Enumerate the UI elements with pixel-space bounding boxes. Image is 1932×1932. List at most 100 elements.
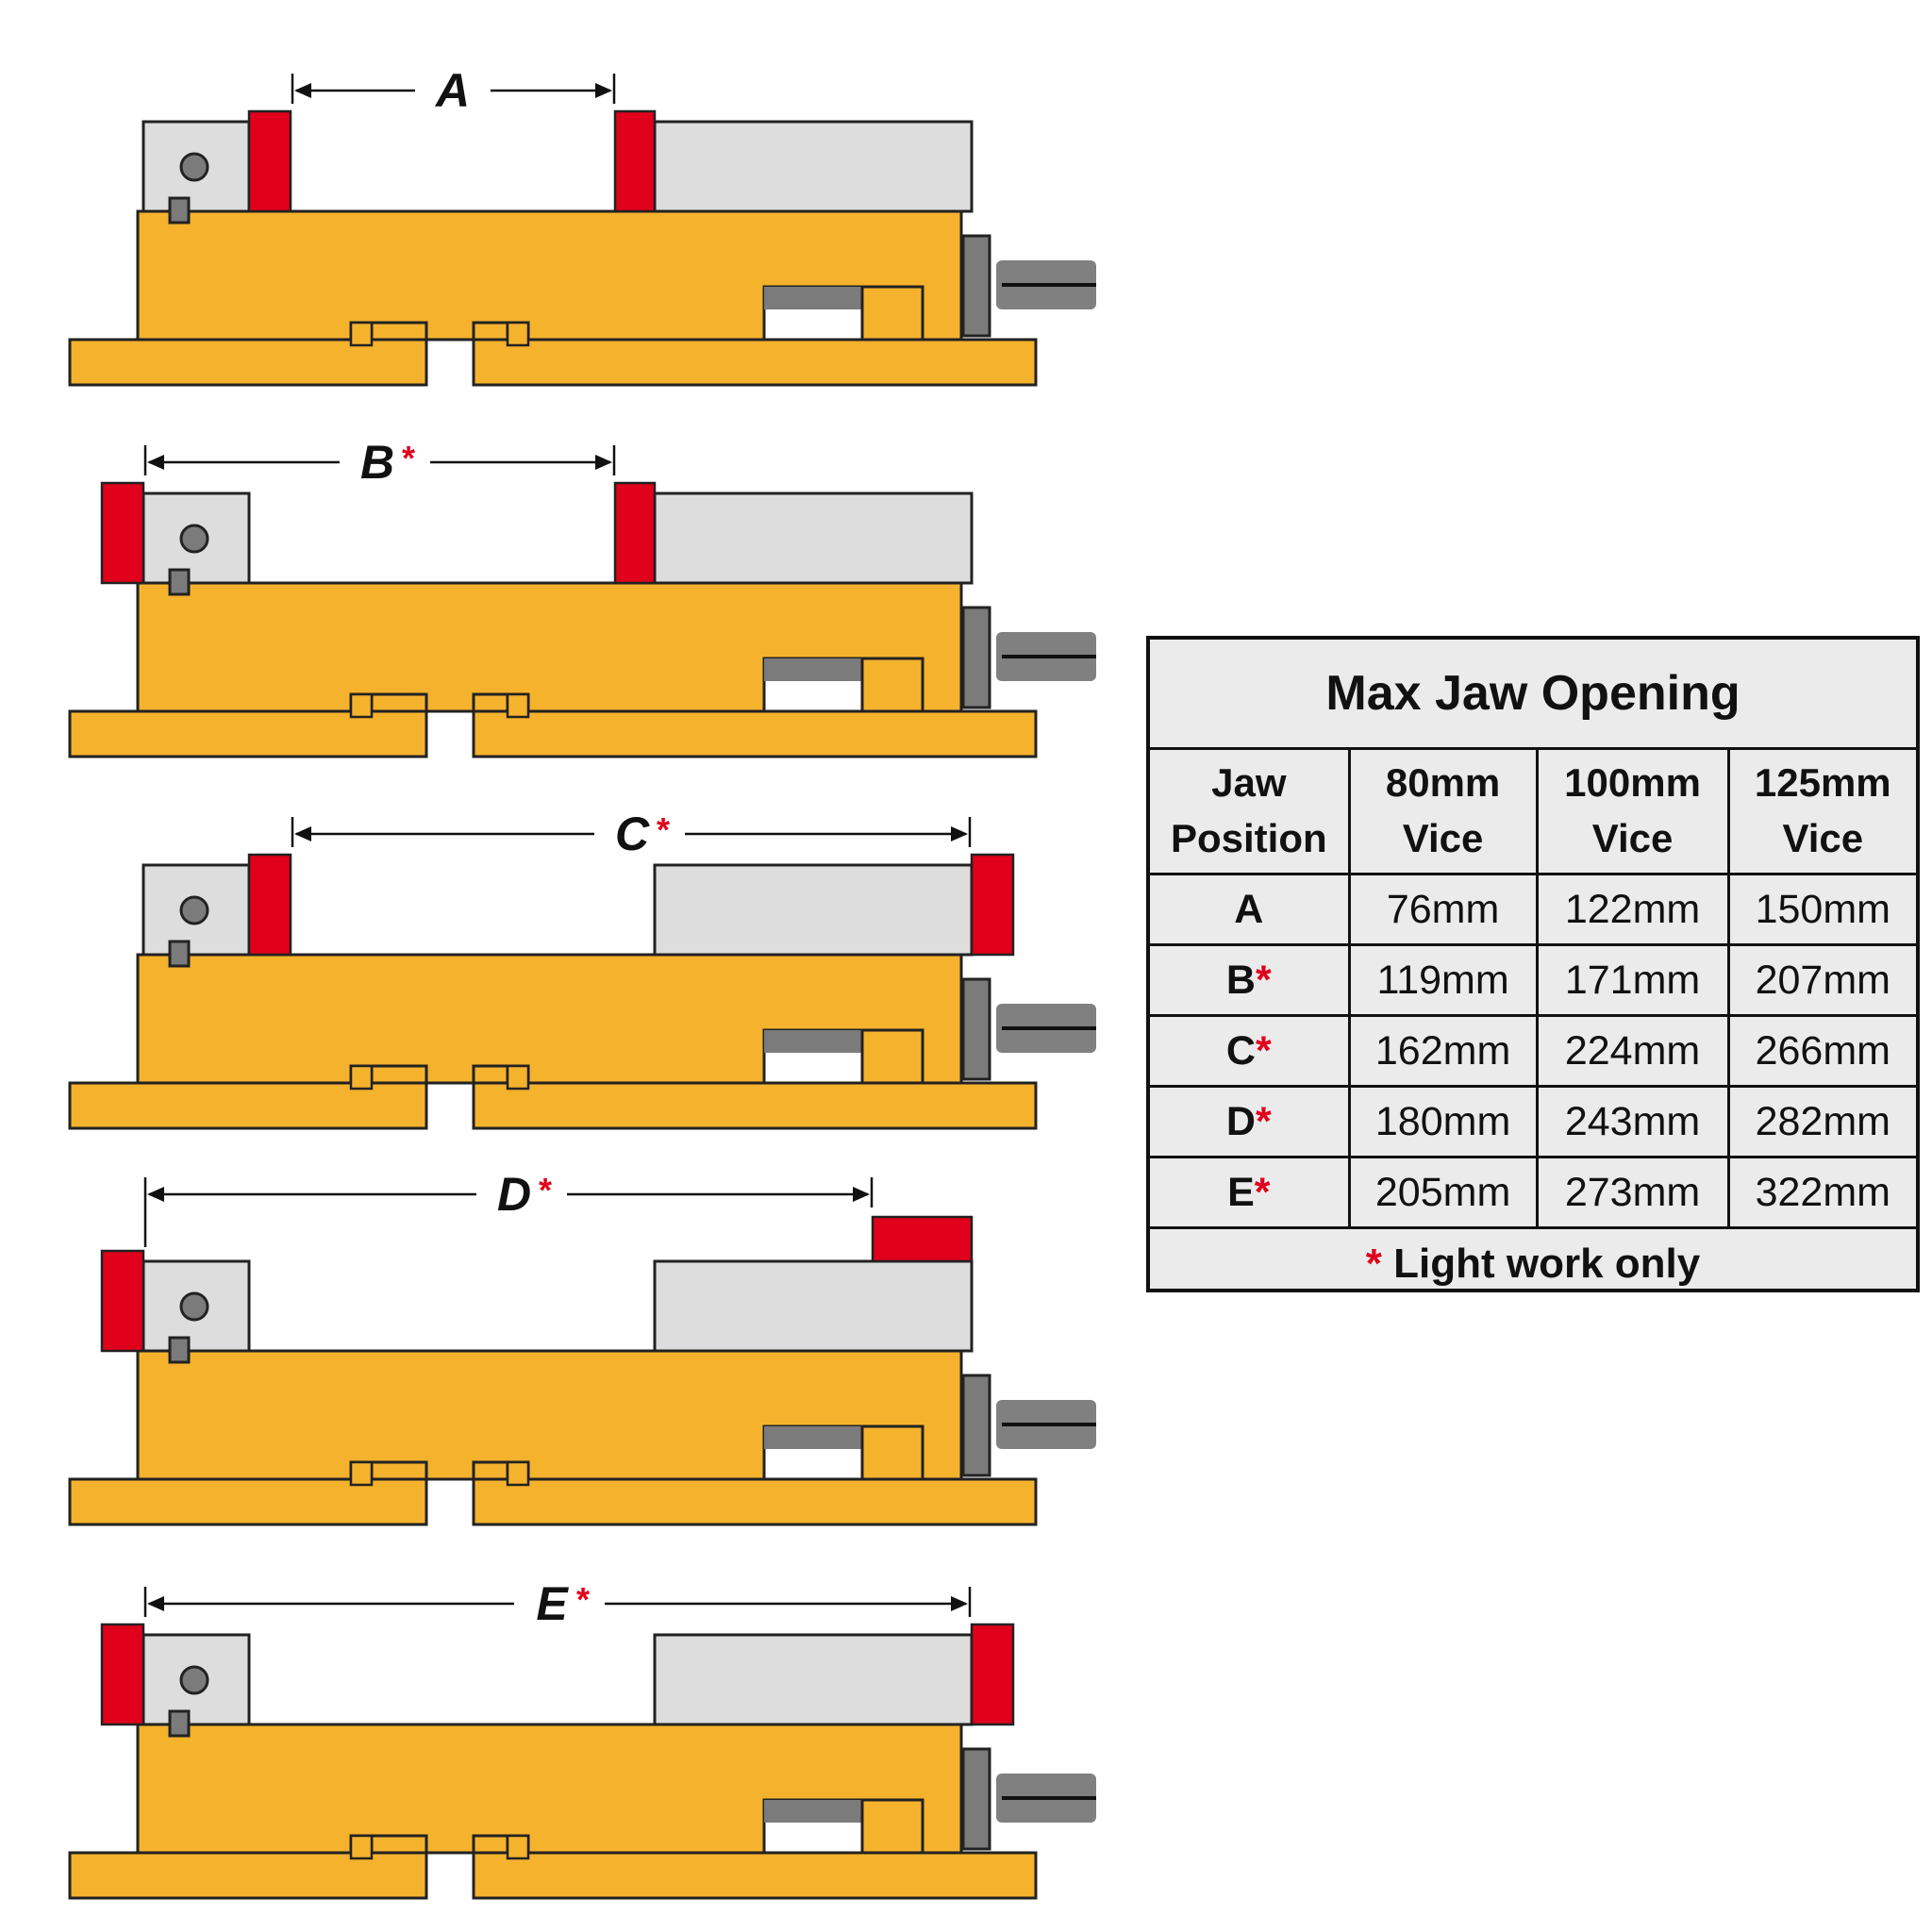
slot-key-left (349, 1064, 374, 1091)
table-row: A 76mm 122mm 150mm (1150, 873, 1916, 946)
base-plate-left (68, 1477, 428, 1526)
table-row: D* 180mm 243mm 282mm (1150, 1085, 1916, 1158)
dimension-star: * (576, 1580, 590, 1619)
base-plate-left (68, 709, 428, 758)
table-row: B* 119mm 171mm 207mm (1150, 943, 1916, 1017)
moving-jaw-block (653, 1259, 974, 1353)
slot-key-right (506, 321, 530, 347)
vice-diagram-b: B* (68, 436, 1096, 758)
row-80mm-value: 76mm (1347, 873, 1539, 946)
row-80mm-value: 205mm (1347, 1156, 1539, 1229)
base-plate-right (472, 1477, 1038, 1526)
screw-nut (860, 657, 924, 713)
slot-key-right (506, 1834, 530, 1860)
row-100mm-value: 224mm (1535, 1014, 1730, 1088)
vice-diagram-d: D* (68, 1168, 1096, 1526)
fixed-jaw-pin (179, 152, 209, 182)
handle-flange (961, 977, 991, 1081)
row-position: B* (1150, 943, 1351, 1017)
screw-nut (860, 1028, 924, 1085)
fixed-jaw-pin (179, 895, 209, 925)
fixed-jaw-key (168, 196, 191, 225)
row-position: A (1150, 873, 1351, 946)
base-plate-left (68, 338, 428, 387)
dim-arrow-right (853, 1187, 870, 1202)
slot-key-right (506, 1064, 530, 1091)
row-position: E* (1150, 1156, 1351, 1229)
dim-arrow-right (595, 455, 612, 470)
dim-arrow-left (294, 83, 311, 98)
screw-bar (764, 658, 862, 681)
row-125mm-value: 322mm (1726, 1156, 1916, 1229)
dim-arrow-left (147, 1596, 164, 1611)
moving-jaw-plate (613, 109, 657, 213)
base-plate-right (472, 709, 1038, 758)
fixed-jaw-plate (247, 109, 292, 213)
dim-arrow-left (147, 1187, 164, 1202)
screw-bar (764, 1800, 862, 1823)
table-row: C* 162mm 224mm 266mm (1150, 1014, 1916, 1088)
vice-diagram-e: E* (68, 1577, 1096, 1900)
vice-diagram-a: A (68, 64, 1096, 387)
dimension-label: E (536, 1577, 569, 1630)
screw-bar (764, 1030, 862, 1053)
dimension-star: * (657, 810, 670, 849)
handle-flange (961, 1747, 991, 1851)
screw-nut (860, 285, 924, 341)
moving-jaw-block (653, 120, 974, 213)
dimension-label: B (360, 436, 394, 489)
dimension-star: * (402, 439, 415, 477)
base-plate-left (68, 1851, 428, 1900)
dim-arrow-right (951, 1596, 968, 1611)
fixed-jaw-plate (247, 853, 292, 957)
fixed-jaw-pin (179, 524, 209, 554)
fixed-jaw-key (168, 1336, 191, 1364)
row-80mm-value: 119mm (1347, 943, 1539, 1017)
slot-key-right (506, 1460, 530, 1487)
fixed-jaw-plate (100, 481, 145, 585)
dim-arrow-left (147, 455, 164, 470)
screw-nut (860, 1798, 924, 1855)
row-100mm-value: 171mm (1535, 943, 1730, 1017)
base-plate-right (472, 338, 1038, 387)
table-title: Max Jaw Opening (1150, 640, 1916, 750)
handle-flange (961, 1374, 991, 1477)
row-125mm-value: 207mm (1726, 943, 1916, 1017)
fixed-jaw-pin (179, 1665, 209, 1695)
dimension-label: D (497, 1168, 531, 1221)
row-125mm-value: 266mm (1726, 1014, 1916, 1088)
table-row: E* 205mm 273mm 322mm (1150, 1156, 1916, 1229)
moving-jaw-block (653, 491, 974, 585)
dim-arrow-right (595, 83, 612, 98)
dimension-label: C (615, 808, 650, 860)
slot-key-left (349, 692, 374, 719)
row-80mm-value: 162mm (1347, 1014, 1539, 1088)
row-100mm-value: 273mm (1535, 1156, 1730, 1229)
dimension-star: * (539, 1171, 552, 1209)
row-125mm-value: 150mm (1726, 873, 1916, 946)
base-plate-right (472, 1081, 1038, 1130)
dim-arrow-left (294, 826, 311, 841)
base-plate-left (68, 1081, 428, 1130)
moving-jaw-plate (970, 853, 1015, 957)
handle-flange (961, 606, 991, 709)
moving-jaw-block (653, 863, 974, 957)
dim-arrow-right (951, 826, 968, 841)
row-125mm-value: 282mm (1726, 1085, 1916, 1158)
row-100mm-value: 243mm (1535, 1085, 1730, 1158)
dimension-label: A (434, 64, 470, 117)
screw-bar (764, 287, 862, 309)
screw-nut (860, 1424, 924, 1481)
row-80mm-value: 180mm (1347, 1085, 1539, 1158)
fixed-jaw-plate (100, 1249, 145, 1353)
screw-bar (764, 1426, 862, 1449)
fixed-jaw-plate (100, 1623, 145, 1726)
moving-jaw-block (653, 1633, 974, 1726)
fixed-jaw-key (168, 568, 191, 596)
moving-jaw-plate (970, 1623, 1015, 1726)
